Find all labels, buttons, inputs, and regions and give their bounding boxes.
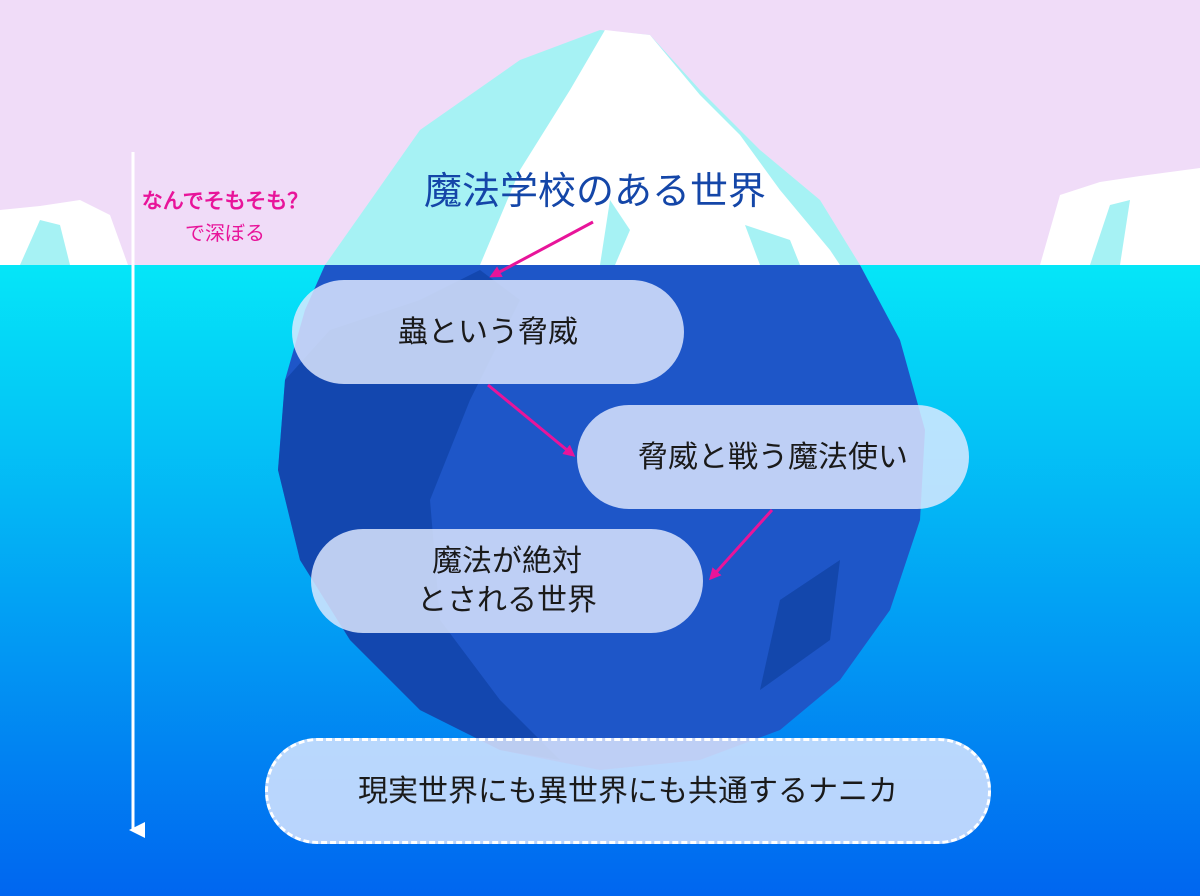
layer-pill-1: 蟲という脅威 — [292, 280, 684, 384]
side-note-line-1: なんでそもそも？ — [141, 189, 309, 213]
bottom-pill: 現実世界にも異世界にも共通するナニカ — [265, 738, 991, 844]
layer-pill-3: 魔法が絶対 とされる世界 — [311, 529, 703, 633]
bottom-pill-text: 現実世界にも異世界にも共通するナニカ — [358, 773, 898, 809]
arrow-layer-2-to-layer-3 — [708, 508, 774, 581]
layer-pill-2: 脅威と戦う魔法使い — [577, 405, 969, 509]
iceberg-snow — [480, 30, 840, 265]
layer-pill-1-text: 蟲という脅威 — [398, 314, 578, 350]
arrow-title-to-layer-1 — [489, 220, 594, 278]
layer-pill-2-text: 脅威と戦う魔法使い — [638, 439, 908, 475]
arrow-layer-1-to-layer-2 — [487, 383, 576, 457]
top-label: 魔法学校のある世界 — [423, 169, 766, 213]
side-note: なんでそもそも？ で深ぼる — [120, 185, 330, 246]
layer-pill-3-text: 魔法が絶対 とされる世界 — [417, 544, 597, 618]
iceberg-shadow — [278, 270, 560, 760]
side-note-line-2: で深ぼる — [185, 221, 265, 245]
